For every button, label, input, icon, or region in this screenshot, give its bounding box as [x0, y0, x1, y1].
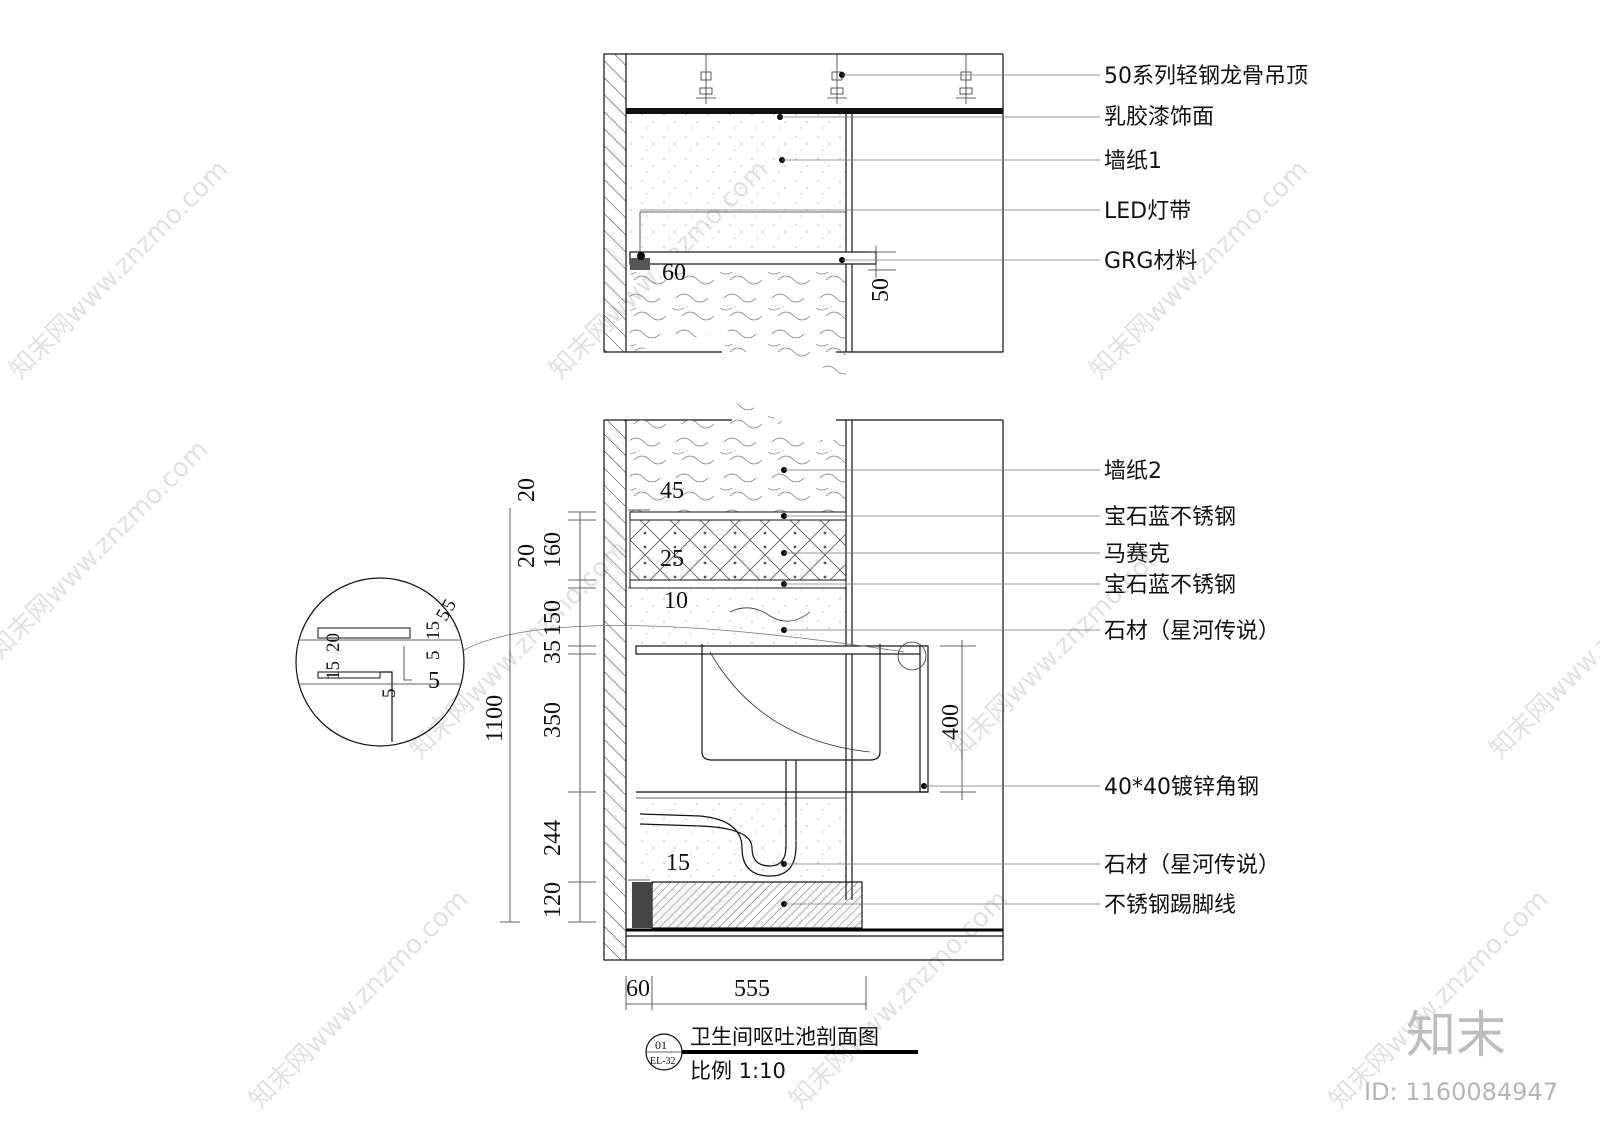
dimension-150: 150 [540, 600, 566, 636]
dimension-60-horizontal: 60 [626, 976, 650, 1002]
leader-lines [640, 72, 1100, 907]
callout-angle-steel: 40*40镀锌角钢 [1104, 775, 1259, 800]
drawing-scale: 比例 1:10 [690, 1059, 786, 1083]
callout-stone: 石材（星河传说） [1104, 853, 1280, 878]
detail-dim: 15 [323, 661, 344, 680]
watermark-text: 知末网www.znzmo.com [404, 534, 635, 765]
dimension-35: 35 [540, 640, 566, 664]
dimension-lines: 60 50 45 25 10 15 20 20 160 150 35 350 2… [482, 246, 976, 1010]
callout-wallpaper-1: 墙纸1 [1104, 149, 1162, 174]
sheet-number: 01 [655, 1038, 667, 1052]
brand-logo: 知末 ID: 1160084947 [1364, 1006, 1558, 1106]
dimension-20: 20 [514, 478, 540, 502]
dimension-15: 15 [666, 850, 690, 876]
basin-section [603, 400, 1004, 961]
dimension-50: 50 [868, 278, 894, 302]
dimension-1100: 1100 [482, 695, 508, 742]
detail-dim: 5 [379, 689, 400, 699]
dimension-45: 45 [660, 478, 684, 504]
title-block: 01 EL-32 卫生间呕吐池剖面图 比例 1:10 [645, 1025, 918, 1083]
callout-skirting: 不锈钢踢脚线 [1104, 893, 1236, 918]
detail-dim: 5 [423, 651, 444, 661]
brand-id: ID: 1160084947 [1364, 1078, 1558, 1106]
dimension-120: 120 [540, 882, 566, 918]
watermark-text: 知末网www.znzmo.com [244, 884, 475, 1115]
ceiling-hangers [696, 54, 976, 104]
dimension-350: 350 [540, 702, 566, 738]
detail-bubble: 15 20 5 15 5 5 5 5 [295, 577, 927, 747]
drawing-title: 卫生间呕吐池剖面图 [690, 1025, 879, 1049]
ceiling-section [603, 53, 1004, 376]
dimension-244: 244 [540, 820, 566, 856]
callout-led-strip: LED灯带 [1104, 199, 1191, 224]
callout-mosaic: 马赛克 [1104, 542, 1170, 567]
detail-dim: 15 [423, 621, 444, 640]
callout-labels: 50系列轻钢龙骨吊顶 乳胶漆饰面 墙纸1 LED灯带 GRG材料 墙纸2 宝石蓝… [1104, 64, 1308, 918]
watermark-text: 知末网www.znzmo.com [1484, 534, 1600, 765]
dimension-160: 160 [540, 532, 566, 568]
callout-latex-paint: 乳胶漆饰面 [1104, 105, 1214, 130]
detail-dim: 5 [428, 668, 440, 694]
dimension-25: 25 [660, 546, 684, 572]
detail-dim: 20 [323, 633, 344, 652]
callout-wallpaper-2: 墙纸2 [1104, 459, 1162, 484]
callout-blue-steel: 宝石蓝不锈钢 [1104, 573, 1236, 598]
callout-stone: 石材（星河传说） [1104, 619, 1280, 644]
callout-blue-steel: 宝石蓝不锈钢 [1104, 505, 1236, 530]
dimension-400: 400 [938, 704, 964, 740]
sheet-reference: EL-32 [650, 1056, 676, 1067]
callout-ceiling-keel: 50系列轻钢龙骨吊顶 [1104, 64, 1308, 89]
callout-grg: GRG材料 [1104, 249, 1197, 274]
watermark-text: 知末网www.znzmo.com [944, 534, 1175, 765]
watermark-text: 知末网www.znzmo.com [4, 154, 235, 385]
dimension-60: 60 [662, 260, 686, 286]
dimension-10: 10 [664, 588, 688, 614]
watermark-text: 知末网www.znzmo.com [0, 434, 214, 665]
dimension-555: 555 [734, 976, 770, 1002]
brand-logo-text: 知末 [1406, 1006, 1506, 1064]
dimension-20: 20 [514, 544, 540, 568]
